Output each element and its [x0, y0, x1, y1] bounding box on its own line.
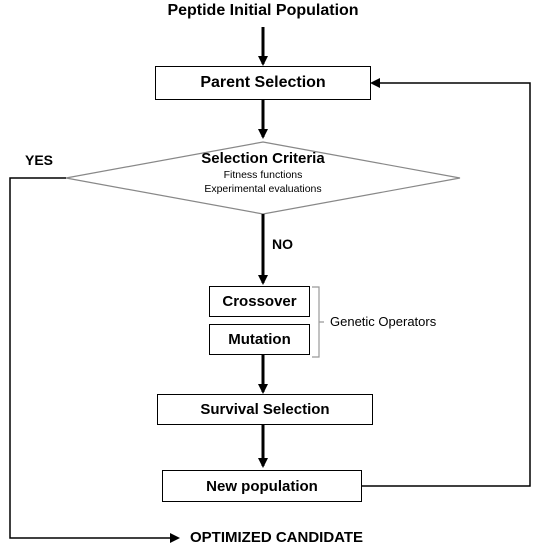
selection-criteria-line-1: Fitness functions — [223, 169, 303, 181]
survival-selection-box: Survival Selection — [157, 394, 373, 425]
new-population-box: New population — [162, 470, 362, 502]
mutation-box: Mutation — [209, 324, 310, 355]
selection-criteria-line-2: Experimental evaluations — [204, 183, 322, 195]
crossover-box: Crossover — [209, 286, 310, 317]
arrow-yes-path — [9, 177, 180, 543]
yes-label: YES — [25, 152, 54, 168]
selection-criteria-text: Selection Criteria Fitness functions Exp… — [163, 150, 363, 196]
no-label: NO — [272, 236, 293, 252]
genetic-operators-bracket — [312, 286, 324, 358]
selection-criteria-title: Selection Criteria — [201, 150, 325, 167]
optimized-candidate-label: OPTIMIZED CANDIDATE — [190, 529, 364, 546]
arrow-feedback-loop — [362, 78, 531, 487]
start-label: Peptide Initial Population — [167, 2, 359, 19]
parent-selection-box: Parent Selection — [155, 66, 371, 100]
genetic-operators-label: Genetic Operators — [330, 314, 437, 329]
